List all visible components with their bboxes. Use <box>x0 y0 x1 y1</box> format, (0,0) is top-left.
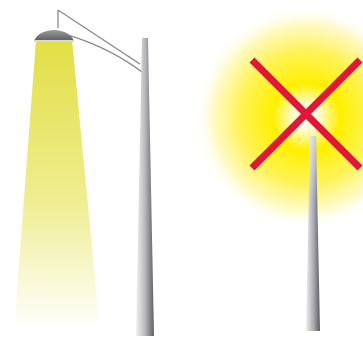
glaring-unshielded-lamp-icon <box>194 5 363 331</box>
lamp-head-rim <box>34 40 74 42</box>
lamp-head <box>34 30 74 41</box>
lamp-pole <box>136 38 154 336</box>
glare-glow <box>194 5 363 229</box>
light-beam <box>14 40 100 330</box>
shielded-streetlight-icon <box>14 10 154 336</box>
